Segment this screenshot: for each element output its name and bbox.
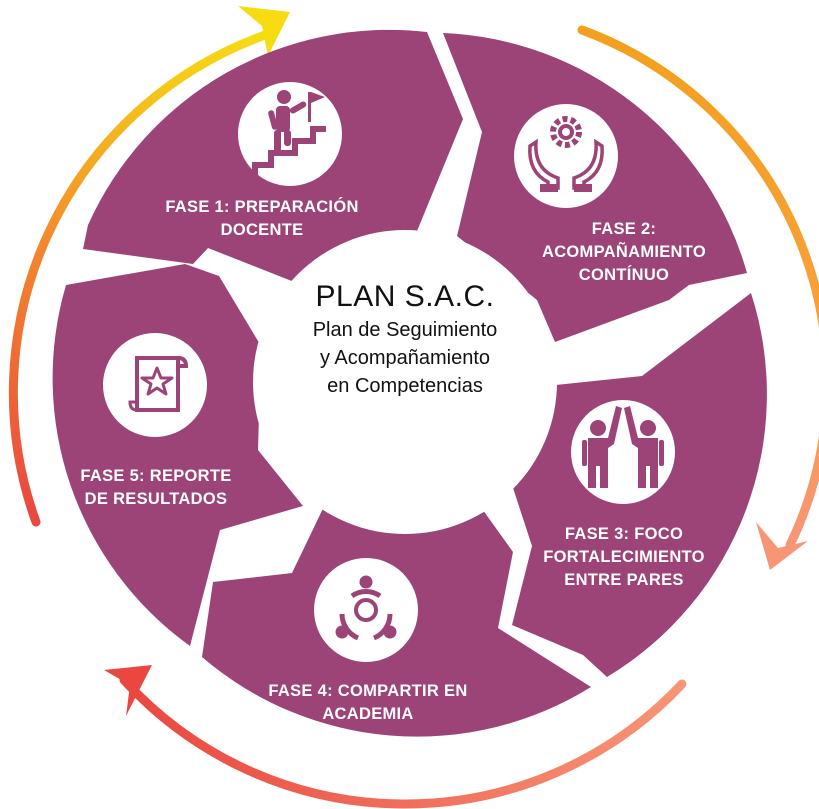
phase-4-line-1: FASE 4: COMPARTIR EN	[268, 682, 468, 700]
arrow-bottom	[119, 675, 687, 809]
phase-3-line-1: FASE 3: FOCO	[564, 525, 684, 543]
stairs-flag-icon	[252, 90, 326, 175]
phase-1-line-1: FASE 1: PREPARACIÓN	[165, 198, 359, 216]
center-subtitle-line-3: en Competencias	[327, 375, 483, 397]
phase-label-fase-2: FASE 2: ACOMPAÑAMIENTO CONTÍNUO	[514, 218, 734, 287]
star-certificate-icon	[128, 356, 189, 412]
arrow-right	[577, 25, 819, 550]
phase-2-line-1: FASE 2:	[591, 220, 657, 238]
icon-badge-fase-3	[571, 400, 675, 504]
icon-badge-fase-2	[514, 104, 618, 208]
center-subtitle-line-2: y Acompañamiento	[319, 347, 491, 369]
arrowhead-red	[104, 665, 152, 716]
phase-label-fase-1: FASE 1: PREPARACIÓN DOCENTE	[152, 196, 372, 242]
arrowhead-salmon	[756, 522, 808, 570]
center-circle	[253, 230, 557, 534]
arrowhead-yellow	[238, 6, 290, 56]
phase-3-line-2: FORTALECIMIENTO	[543, 548, 705, 566]
icon-badge-fase-1	[238, 82, 342, 186]
center-subtitle: Plan de Seguimiento y Acompañamiento en …	[258, 316, 552, 400]
icon-badge-fase-5	[103, 333, 207, 437]
phase-2-line-3: CONTÍNUO	[578, 266, 670, 284]
phase-4-line-2: ACADEMIA	[322, 705, 414, 723]
center-title: PLAN S.A.C.	[315, 280, 495, 313]
phase-1-line-2: DOCENTE	[220, 221, 304, 239]
center-subtitle-line-1: Plan de Seguimiento	[312, 319, 498, 341]
arrow-top-left	[8, 29, 273, 527]
phase-5-line-2: DE RESULTADOS	[84, 490, 228, 508]
icon-badge-fase-4	[314, 558, 418, 662]
cycle-arrows	[8, 6, 819, 809]
phase-label-fase-5: FASE 5: REPORTE DE RESULTADOS	[56, 465, 256, 511]
phase-5-line-1: FASE 5: REPORTE	[80, 467, 232, 485]
team-circle-icon	[335, 575, 397, 641]
center-text: PLAN S.A.C. Plan de Seguimiento y Acompa…	[258, 278, 552, 400]
phase-3-line-3: ENTRE PARES	[564, 571, 684, 589]
phase-label-fase-4: FASE 4: COMPARTIR EN ACADEMIA	[248, 680, 488, 726]
phase-label-fase-3: FASE 3: FOCO FORTALECIMIENTO ENTRE PARES	[514, 523, 734, 592]
high-five-icon	[582, 406, 664, 488]
hands-gear-icon	[528, 116, 604, 192]
phase-2-line-2: ACOMPAÑAMIENTO	[541, 243, 706, 261]
